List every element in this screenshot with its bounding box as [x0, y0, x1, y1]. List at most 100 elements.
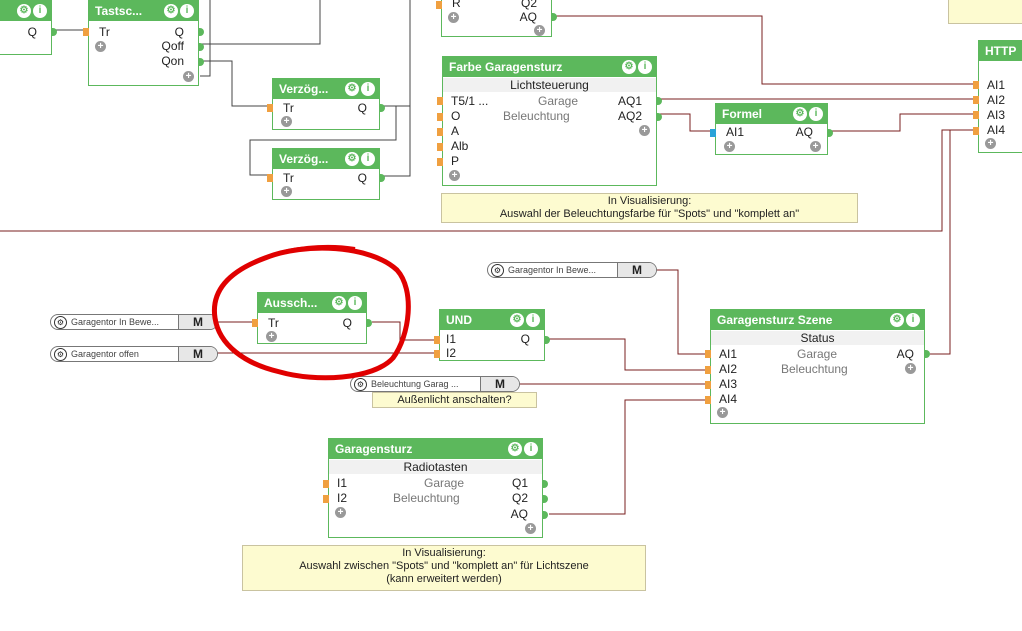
- plus-icon[interactable]: +: [724, 141, 735, 152]
- gear-icon[interactable]: ⚙: [508, 442, 522, 456]
- info-icon[interactable]: i: [906, 313, 920, 327]
- node-garagentor-in-bewegung[interactable]: ⚙ Garagentor In Bewe... M: [50, 314, 218, 330]
- info-icon[interactable]: i: [180, 4, 194, 18]
- plus-icon[interactable]: +: [810, 141, 821, 152]
- tastsc-block[interactable]: Tastsc...⚙i Tr + Q Qoff Qon +: [83, 0, 204, 86]
- output-port[interactable]: [542, 511, 548, 519]
- verzoegerung-block-1[interactable]: Verzög...⚙i Tr + Q: [267, 78, 385, 130]
- node-garagentor-in-bewegung-top[interactable]: ⚙ Garagentor In Bewe... M: [487, 262, 657, 278]
- garagensturz-radiotasten-block[interactable]: Garagensturz⚙i Radiotasten I1 I2 + Garag…: [323, 438, 548, 538]
- output-port[interactable]: [542, 495, 548, 503]
- http-block[interactable]: HTTP AI1 AI2 AI3 AI4 +: [973, 40, 1022, 153]
- input-port[interactable]: [705, 366, 711, 374]
- gear-icon[interactable]: ⚙: [491, 264, 504, 277]
- input-port[interactable]: [437, 128, 443, 136]
- output-port[interactable]: [379, 104, 385, 112]
- info-icon[interactable]: i: [524, 442, 538, 456]
- plus-icon[interactable]: +: [281, 116, 292, 127]
- gear-icon[interactable]: ⚙: [622, 60, 636, 74]
- gear-icon[interactable]: ⚙: [54, 316, 67, 329]
- input-port[interactable]: [973, 127, 979, 135]
- input-port[interactable]: [83, 28, 89, 36]
- plus-icon[interactable]: +: [448, 12, 459, 23]
- ausschalt-block[interactable]: Aussch...⚙i Tr + Q: [252, 292, 372, 344]
- output-port[interactable]: [544, 336, 550, 344]
- input-port[interactable]: [973, 81, 979, 89]
- output-port[interactable]: [366, 319, 372, 327]
- gear-icon[interactable]: ⚙: [890, 313, 904, 327]
- plus-icon[interactable]: +: [266, 331, 277, 342]
- output-port[interactable]: [827, 129, 833, 137]
- gear-icon[interactable]: ⚙: [54, 348, 67, 361]
- output-port[interactable]: [198, 43, 204, 51]
- input-port[interactable]: [252, 319, 258, 327]
- output-port[interactable]: [656, 97, 662, 105]
- input-port[interactable]: [973, 96, 979, 104]
- gear-icon[interactable]: ⚙: [510, 313, 524, 327]
- m-box[interactable]: M: [178, 315, 217, 329]
- output-port[interactable]: [924, 350, 930, 358]
- plus-icon[interactable]: +: [525, 523, 536, 534]
- farbe-garagensturz-block[interactable]: Farbe Garagensturz⚙i Lichtsteuerung T5/1…: [437, 56, 662, 186]
- gear-icon[interactable]: ⚙: [332, 296, 346, 310]
- info-icon[interactable]: i: [33, 4, 47, 18]
- info-icon[interactable]: i: [638, 60, 652, 74]
- plus-icon[interactable]: +: [95, 41, 106, 52]
- input-port[interactable]: [705, 350, 711, 358]
- info-icon[interactable]: i: [809, 107, 823, 121]
- input-port[interactable]: [434, 336, 440, 344]
- plus-icon[interactable]: +: [335, 507, 346, 518]
- input-port[interactable]: [267, 104, 273, 112]
- info-icon[interactable]: i: [526, 313, 540, 327]
- m-box[interactable]: M: [178, 347, 217, 361]
- plus-icon[interactable]: +: [985, 138, 996, 149]
- output-port[interactable]: [379, 174, 385, 182]
- gear-icon[interactable]: ⚙: [793, 107, 807, 121]
- input-port[interactable]: [436, 1, 442, 9]
- node-beleuchtung-garage[interactable]: ⚙ Beleuchtung Garag ... M: [350, 376, 520, 392]
- input-port[interactable]: [323, 480, 329, 488]
- gear-icon[interactable]: ⚙: [345, 82, 359, 96]
- input-port[interactable]: [437, 158, 443, 166]
- output-port[interactable]: [51, 28, 57, 36]
- input-label: AI1: [987, 78, 1006, 92]
- gear-icon[interactable]: ⚙: [17, 4, 31, 18]
- input-port[interactable]: [705, 381, 711, 389]
- plus-icon[interactable]: +: [717, 407, 728, 418]
- info-icon[interactable]: i: [361, 82, 375, 96]
- verzoegerung-block-2[interactable]: Verzög...⚙i Tr + Q: [267, 148, 385, 200]
- plus-icon[interactable]: +: [183, 71, 194, 82]
- und-block[interactable]: UND⚙i I1 I2 Q: [434, 309, 550, 361]
- output-port[interactable]: [198, 58, 204, 66]
- input-port[interactable]: [710, 129, 716, 137]
- plus-icon[interactable]: +: [639, 125, 650, 136]
- m-box[interactable]: M: [617, 263, 656, 277]
- m-box[interactable]: M: [480, 377, 519, 391]
- gear-icon[interactable]: ⚙: [354, 378, 367, 391]
- gear-icon[interactable]: ⚙: [345, 152, 359, 166]
- output-port[interactable]: [551, 13, 557, 21]
- plus-icon[interactable]: +: [534, 25, 545, 36]
- garagensturz-szene-block[interactable]: Garagensturz Szene⚙i Status AI1 AI2 AI3 …: [705, 309, 930, 424]
- top-left-block[interactable]: ⚙i Q: [0, 0, 57, 55]
- output-port[interactable]: [198, 28, 204, 36]
- output-port[interactable]: [656, 113, 662, 121]
- input-port[interactable]: [323, 495, 329, 503]
- input-port[interactable]: [437, 143, 443, 151]
- plus-icon[interactable]: +: [449, 170, 460, 181]
- formel-block[interactable]: Formel⚙i AI1 + AQ +: [710, 103, 833, 155]
- input-port[interactable]: [267, 174, 273, 182]
- plus-icon[interactable]: +: [905, 363, 916, 374]
- output-port[interactable]: [542, 480, 548, 488]
- input-port[interactable]: [437, 113, 443, 121]
- input-port[interactable]: [434, 350, 440, 358]
- node-garagentor-offen[interactable]: ⚙ Garagentor offen M: [50, 346, 218, 362]
- input-port[interactable]: [973, 111, 979, 119]
- input-port[interactable]: [437, 97, 443, 105]
- top-partial-block[interactable]: R + Q2 AQ +: [436, 0, 557, 37]
- info-icon[interactable]: i: [361, 152, 375, 166]
- plus-icon[interactable]: +: [281, 186, 292, 197]
- gear-icon[interactable]: ⚙: [164, 4, 178, 18]
- input-port[interactable]: [705, 396, 711, 404]
- info-icon[interactable]: i: [348, 296, 362, 310]
